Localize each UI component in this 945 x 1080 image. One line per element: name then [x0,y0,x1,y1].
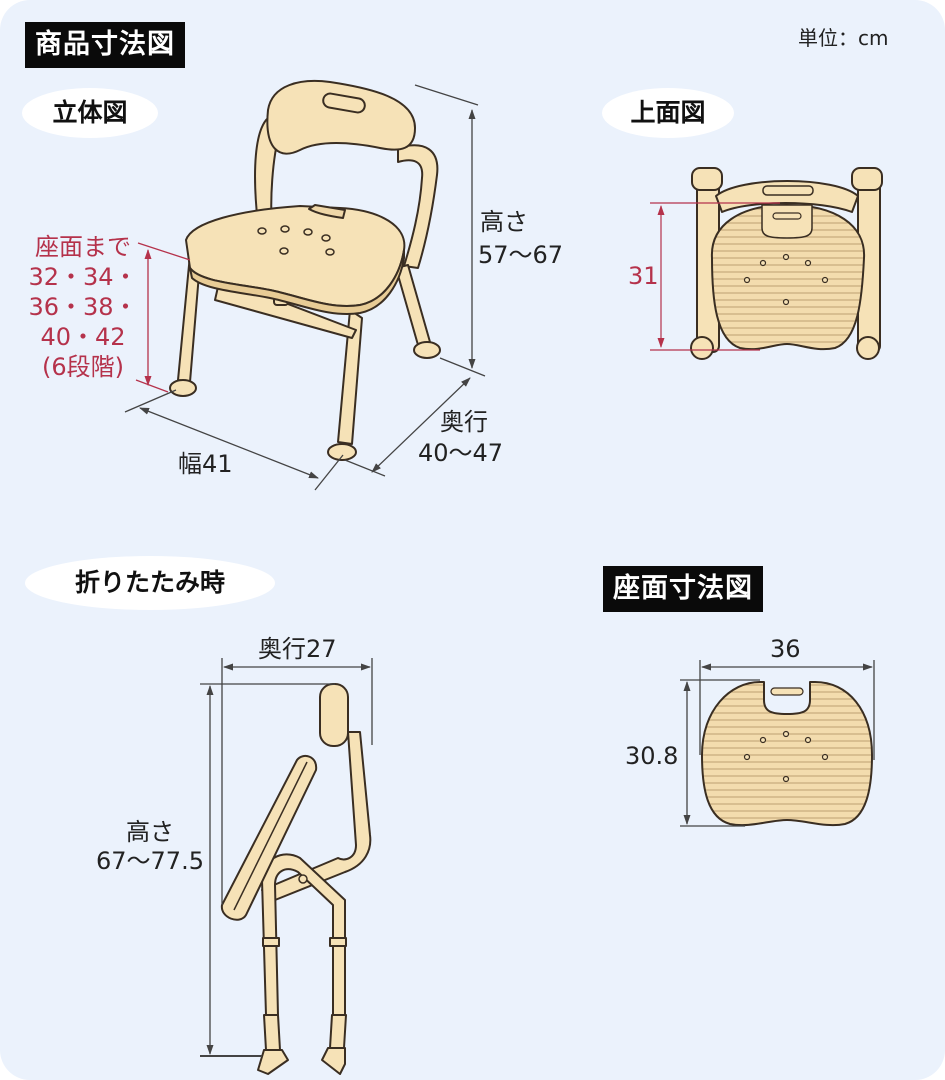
folded-chair-illustration [220,683,372,1075]
seat-height-top-extension [137,242,191,261]
top-seat-drain-holes [743,253,829,306]
seat-dimensions-title: 座面寸法図 [603,566,763,612]
unit-label: 単位：cm [798,26,889,50]
folded-height-label: 高さ [126,818,174,846]
folded-view-label: 折りたたみ時 [25,556,275,610]
seat-height-line1: 座面まで [35,233,131,261]
seat-height-dimension-lines [135,242,191,393]
seat-width-value: 36 [770,635,801,663]
seat-edge [189,249,405,315]
height-bottom-extension [439,357,486,377]
top-corner-tr [851,167,883,191]
width-left-extension [124,389,177,413]
folded-foot-left [257,1049,289,1075]
width-label: 幅41 [178,450,233,478]
depth-label: 奥行 [440,408,488,436]
top-view-dimension-lines [650,202,780,351]
seat-plan-illustration [701,681,873,827]
top-view-illustration [690,167,883,360]
seat-plan-drain-holes [743,730,829,783]
top-foot-br [856,336,880,360]
seat-drain-holes [257,225,335,256]
folded-foot-right [321,1047,346,1075]
folded-height-value: 67〜77.5 [96,847,204,875]
foot-back-right [413,341,441,359]
leg-back-right [395,264,431,346]
height-value: 57〜67 [478,241,564,269]
seat-height-line2: 32・34・ [28,263,138,291]
height-label: 高さ [480,208,528,236]
isometric-dimension-lines [124,84,486,491]
top-seat-handle [761,204,813,239]
width-dimension-arrow [139,407,319,479]
leg-front-right [337,309,363,445]
seat-plan-dimension-lines [680,660,875,827]
seat-height-line4: 40・42 [40,323,126,351]
isometric-chair-illustration [169,79,441,461]
width-right-extension [314,454,344,491]
folded-leg-band-left [262,937,280,947]
depth-base-extension [344,459,386,477]
top-corner-tl [691,167,723,191]
top-foot-bl [690,336,714,360]
depth-value: 40〜47 [418,439,504,467]
height-top-extension [414,84,479,106]
top-backrest [715,180,859,213]
folded-leg-band-right [329,937,347,947]
back-frame-right [397,144,439,269]
top-view-depth-value: 31 [628,262,659,290]
foot-front-left [169,379,197,397]
folded-leg-lower-left [263,1014,281,1051]
folded-hinge [298,874,308,884]
isometric-view-label: 立体図 [22,88,158,138]
seat-height-line3: 36・38・ [28,293,138,321]
folded-dimension-lines [200,658,373,1057]
backrest-handle-hole [322,92,366,114]
depth-dimension-arrow [371,377,471,473]
foot-front-right [327,443,357,461]
backrest [266,79,416,155]
folded-depth-label: 奥行27 [258,635,337,663]
seat-handle-slot [308,204,346,219]
seat-depth-value: 30.8 [625,742,679,770]
folded-backrest [319,683,349,747]
product-dimensions-title: 商品寸法図 [25,22,185,68]
top-backrest-handle [762,185,814,196]
seat-plan-handle [770,687,804,696]
seat-height-bottom-extension [135,379,169,393]
seat-height-label: 座面まで 32・34・ 36・38・ 40・42 (6段階) [28,232,138,382]
seat-height-line5: (6段階) [42,353,124,381]
seat-plan-shape [701,681,873,827]
top-view-label: 上面図 [602,88,734,138]
folded-leg-lower-right [329,1014,347,1049]
